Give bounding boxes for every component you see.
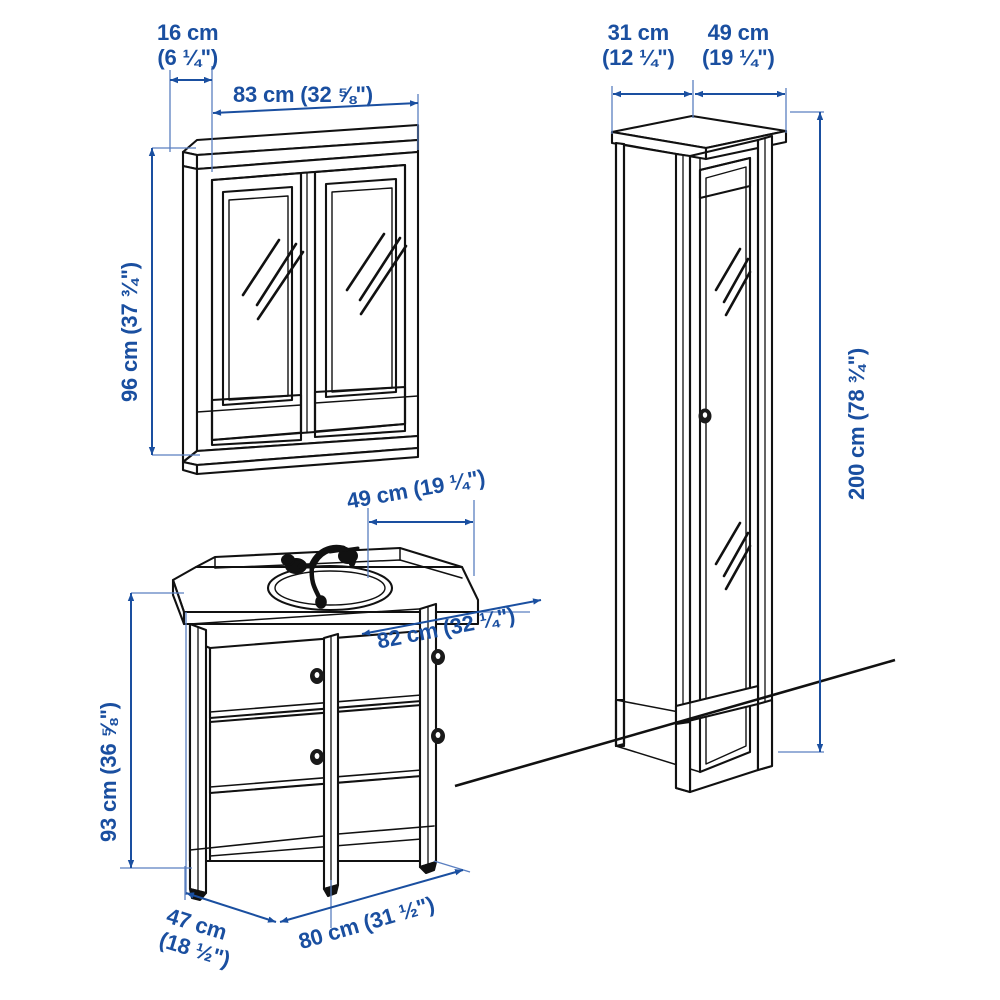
- dim-label-mirror-height: 96 cm (37 ¾"): [117, 262, 142, 402]
- dimension-arrows: [127, 76, 824, 923]
- dim-label-vanity-height: 93 cm (36 ⅝"): [96, 702, 121, 842]
- tall-cabinet-door-knob: [698, 408, 712, 424]
- dim-label-tall-height: 200 cm (78 ¾"): [844, 348, 869, 500]
- faucet-icon: [281, 544, 360, 609]
- dim-arrow-vanity-top-width: [361, 598, 542, 636]
- tall-cabinet-art: [610, 114, 788, 794]
- dim-label-mirror-depth: 16 cm (6 ¼"): [157, 20, 219, 71]
- dim-arrow-vanity-depth: [185, 892, 277, 923]
- mirror-shine-lines: [241, 232, 408, 321]
- mirror-cabinet-art: [181, 123, 420, 476]
- drawer-knobs: [310, 649, 445, 765]
- tall-cabinet-shine-lines: [714, 247, 752, 591]
- dim-arrow-mirror-width: [212, 100, 419, 116]
- dim-label-tall-depth: 31 cm (12 ¼"): [602, 20, 675, 71]
- dim-label-mirror-width: 83 cm (32 ⅝"): [233, 82, 373, 107]
- dim-arrow-vanity-width: [279, 869, 464, 923]
- dim-label-tall-width: 49 cm (19 ¼"): [702, 20, 775, 71]
